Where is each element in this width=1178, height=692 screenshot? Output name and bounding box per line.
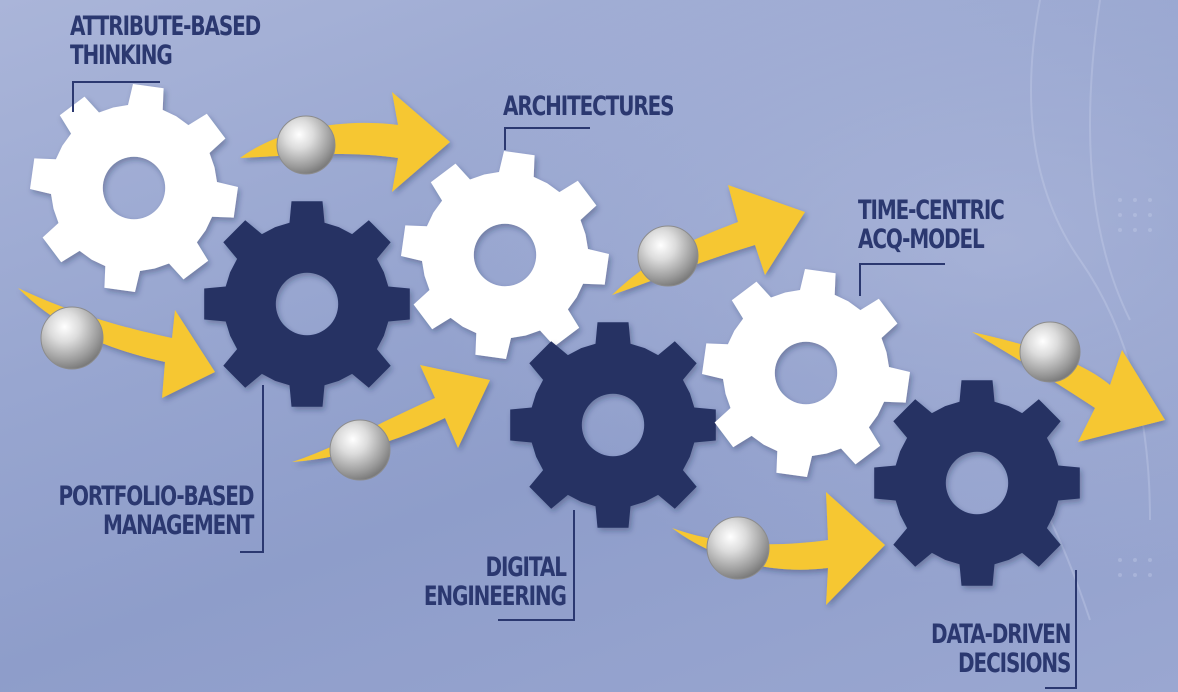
balls-layer	[40, 115, 1081, 580]
leader-attribute	[72, 81, 160, 112]
arrow-3	[292, 365, 490, 462]
leader-portfolio	[240, 385, 264, 553]
ball-6	[1019, 321, 1081, 383]
arrow-5	[672, 492, 885, 605]
arrow-4	[612, 185, 805, 295]
ball-1	[276, 115, 336, 175]
leader-time	[859, 263, 945, 296]
arrow-6	[972, 332, 1165, 442]
label-line: MANAGEMENT	[102, 510, 254, 541]
label-line: PORTFOLIO-BASED	[58, 481, 254, 512]
label-time-centric-acq-model: TIME-CENTRIC ACQ-MODEL	[858, 195, 1005, 255]
label-portfolio-based-management: PORTFOLIO-BASED MANAGEMENT	[58, 481, 254, 541]
ball-2	[40, 306, 104, 370]
leader-lines	[72, 81, 1077, 689]
label-architectures: ARCHITECTURES	[503, 91, 675, 122]
label-line: THINKING	[70, 40, 173, 71]
gear-icon-digital-engineering	[510, 322, 716, 528]
ball-4	[637, 225, 699, 287]
label-line: DIGITAL	[485, 552, 567, 583]
leader-architectures	[504, 127, 590, 150]
leader-digital	[498, 510, 575, 621]
label-data-driven-decisions: DATA-DRIVEN DECISIONS	[930, 619, 1071, 679]
gear-icon-architectures	[401, 151, 609, 359]
label-line: ATTRIBUTE-BASED	[70, 11, 261, 42]
label-digital-engineering: DIGITAL ENGINEERING	[424, 552, 567, 612]
label-line: TIME-CENTRIC	[858, 195, 1005, 226]
gear-icon-attribute-based-thinking	[30, 84, 238, 292]
label-line: DECISIONS	[957, 648, 1071, 679]
gear-icon-portfolio-based-management	[204, 201, 410, 407]
label-line: ENGINEERING	[424, 581, 567, 612]
label-attribute-based-thinking: ATTRIBUTE-BASED THINKING	[70, 11, 261, 71]
gear-icon-time-centric-acq-model	[702, 269, 910, 477]
label-line: DATA-DRIVEN	[930, 619, 1071, 650]
ball-3	[329, 419, 391, 481]
arrow-1	[240, 92, 450, 192]
gear-icon-data-driven-decisions	[874, 380, 1080, 586]
ball-5	[706, 516, 770, 580]
label-line: ARCHITECTURES	[503, 91, 675, 122]
label-line: ACQ-MODEL	[858, 224, 985, 255]
leader-data	[1045, 570, 1077, 689]
